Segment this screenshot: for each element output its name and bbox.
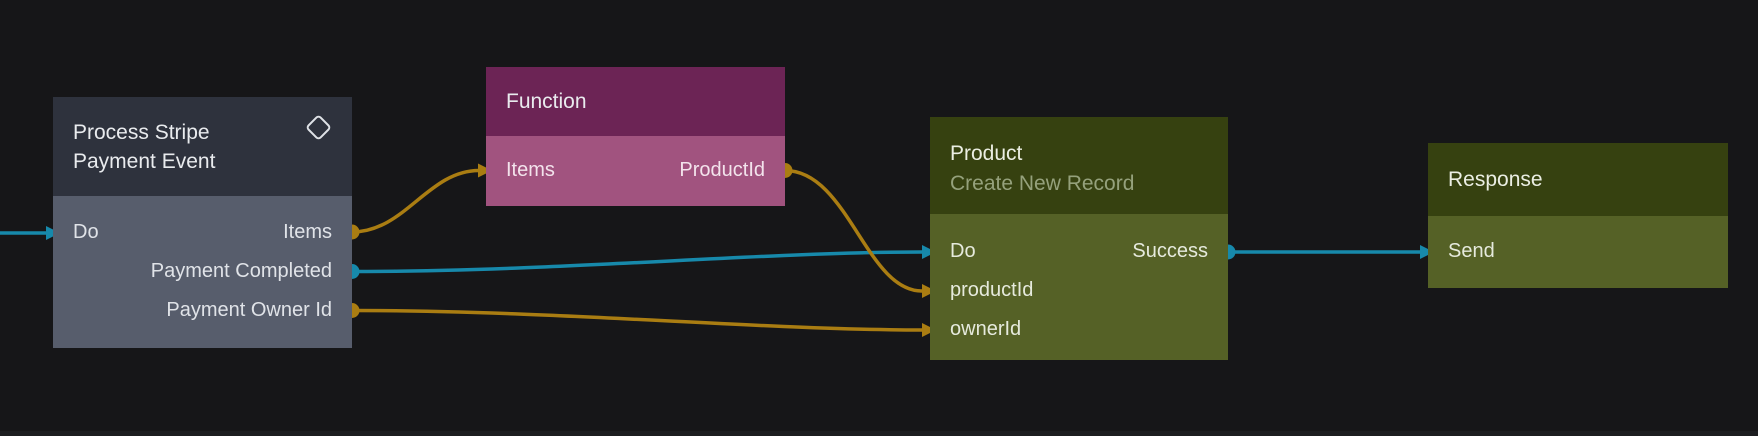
port-row: Send (1448, 232, 1708, 271)
node-header[interactable]: Product Create New Record (930, 117, 1228, 214)
node-header[interactable]: Response (1428, 143, 1728, 216)
port-row: Payment Owner Id (73, 291, 332, 330)
edge-productid-to-product-productid[interactable] (783, 168, 924, 293)
input-port-label-items: Items (506, 159, 555, 181)
port-row: productId (950, 271, 1208, 310)
output-port-label-success: Success (1132, 240, 1208, 262)
node-body: Do Items Payment Completed Payment Owner… (53, 196, 352, 348)
node-body: Send (1428, 216, 1728, 288)
port-row: Do Items (73, 213, 332, 252)
node-body: Items ProductId (486, 136, 785, 206)
output-port-label-payment-completed: Payment Completed (150, 260, 332, 282)
port-row: ownerId (950, 310, 1208, 349)
input-port-label-do: Do (73, 221, 99, 243)
edge-items-to-function-items[interactable] (350, 168, 481, 234)
node-header[interactable]: Process Stripe Payment Event (53, 97, 352, 196)
node-title: Product (950, 141, 1023, 165)
node-title: Response (1448, 168, 1543, 191)
input-port-label-send: Send (1448, 240, 1495, 262)
node-body: Do Success productId ownerId (930, 214, 1228, 360)
diamond-icon (305, 114, 332, 141)
node-title: Process Stripe Payment Event (73, 120, 216, 173)
output-port-label-payment-owner-id: Payment Owner Id (166, 299, 332, 321)
node-process-stripe-payment-event[interactable]: Process Stripe Payment Event Do Items Pa… (53, 97, 352, 348)
input-port-label-do: Do (950, 240, 976, 262)
node-header[interactable]: Function (486, 67, 785, 136)
port-row: Do Success (950, 232, 1208, 271)
node-title: Function (506, 90, 587, 113)
port-row: Items ProductId (506, 151, 765, 190)
node-response[interactable]: Response Send (1428, 143, 1728, 288)
input-port-label-ownerid: ownerId (950, 318, 1022, 340)
node-subtitle: Create New Record (950, 171, 1135, 195)
canvas-bottom-edge (0, 431, 1758, 436)
port-row: Payment Completed (73, 252, 332, 291)
edge-payment-owner-id-to-product-ownerid[interactable] (350, 308, 924, 332)
node-function[interactable]: Function Items ProductId (486, 67, 785, 206)
edge-payment-completed-to-product-do[interactable] (350, 250, 924, 274)
input-port-label-productid: productId (950, 279, 1034, 301)
output-port-label-productid: ProductId (679, 159, 765, 181)
output-port-label-items: Items (283, 221, 332, 243)
node-product-create-new-record[interactable]: Product Create New Record Do Success pro… (930, 117, 1228, 360)
